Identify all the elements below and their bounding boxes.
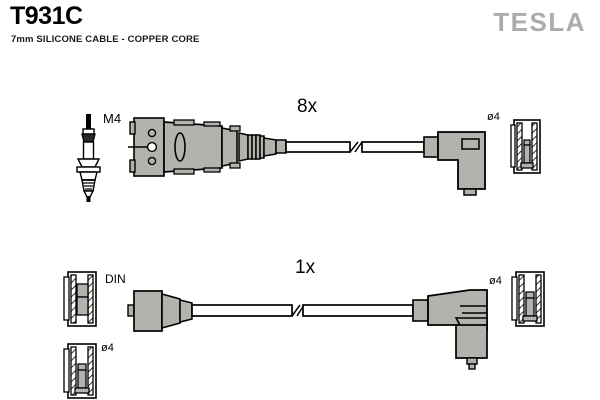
din-terminal-boot — [63, 271, 97, 327]
terminal-boot-bottom-left — [63, 343, 97, 399]
ignition-cable-bottom — [191, 304, 414, 317]
page-title: T931C — [10, 2, 83, 30]
part-description: 7mm SILICONE CABLE - COPPER CORE — [11, 34, 200, 45]
tesla-brand-logo: TESLA — [493, 7, 586, 37]
right-angle-boot-bottom — [412, 289, 488, 370]
label-diameter-bottom-right: ø4 — [489, 275, 502, 287]
spark-plug-icon — [76, 114, 101, 202]
label-din-standard: DIN — [105, 272, 126, 286]
ignition-cable-top — [285, 141, 425, 153]
quantity-label-one: 1x — [295, 257, 316, 278]
terminal-boot-bottom-right — [511, 271, 545, 327]
right-angle-boot-top — [423, 131, 486, 196]
cable-break-symbol-bottom — [291, 304, 305, 317]
distributor-cap-connector — [128, 117, 287, 177]
quantity-label-eight: 8x — [297, 96, 318, 117]
label-diameter-top-right: ø4 — [487, 111, 500, 123]
label-diameter-bottom-left: ø4 — [101, 342, 114, 354]
terminal-boot-top-right — [510, 119, 541, 174]
label-m4-thread: M4 — [103, 111, 122, 126]
din-coil-connector — [127, 290, 193, 332]
cable-break-symbol — [349, 141, 363, 153]
